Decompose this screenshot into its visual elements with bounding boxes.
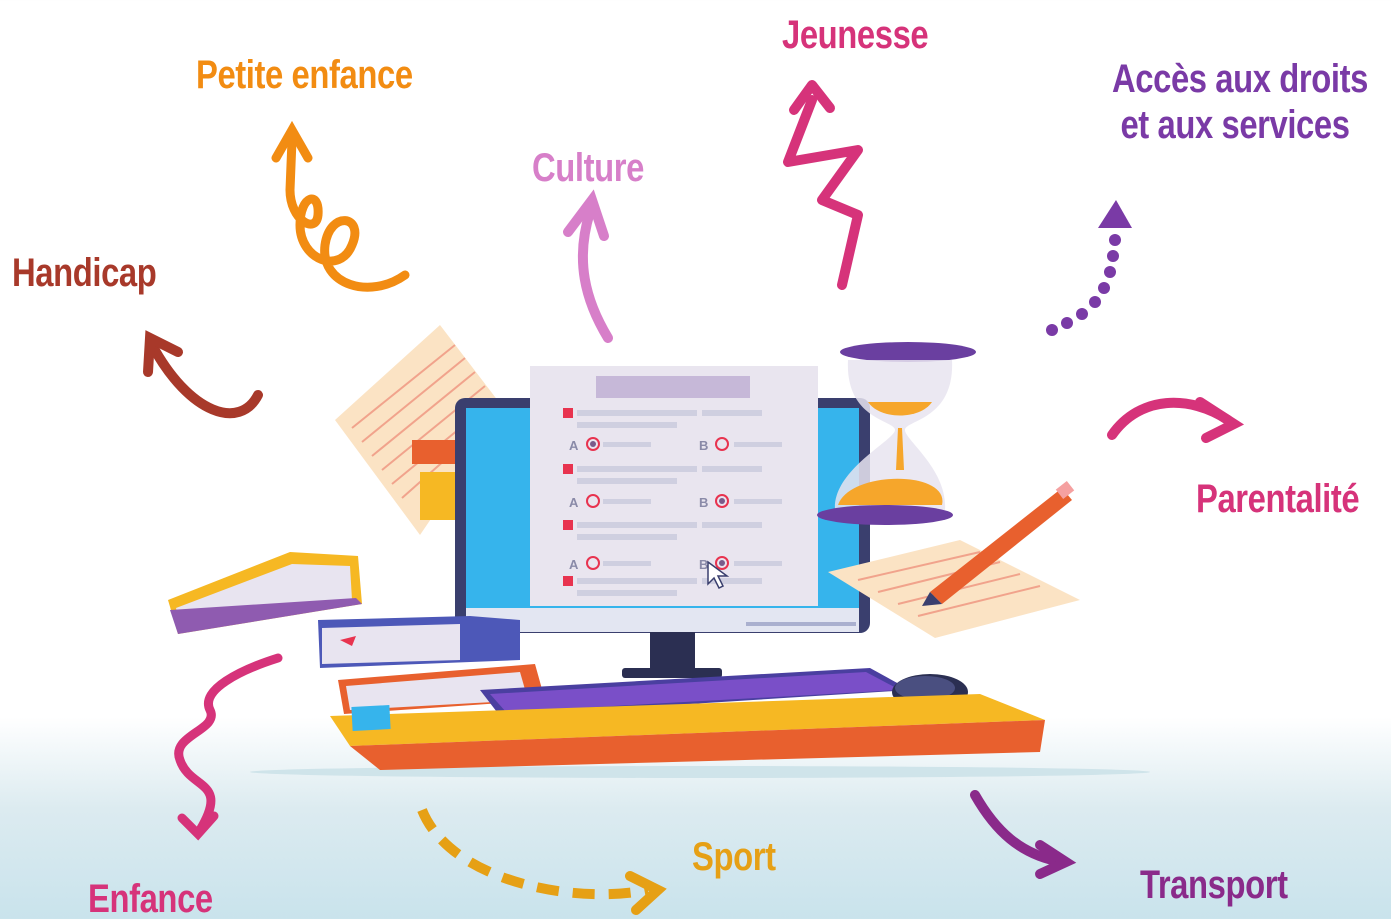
enfance-arrow-icon	[174, 653, 283, 841]
label-handicap: Handicap	[12, 251, 157, 295]
acces-arrow-icon	[1046, 200, 1132, 336]
desk	[330, 694, 1045, 770]
floor-shadow	[250, 766, 1150, 778]
label-acces-line1: Accès aux droits	[1112, 57, 1368, 101]
transport-arrow-icon	[970, 790, 1077, 879]
books	[168, 552, 545, 714]
quiz-option-1: A	[569, 438, 579, 453]
quiz-option-3: A	[569, 495, 579, 510]
quiz-sheet: A B A B A B	[530, 366, 818, 606]
keyboard-icon	[480, 668, 910, 716]
quiz-option-2: B	[699, 438, 708, 453]
label-acces-line2: et aux services	[1120, 103, 1350, 147]
culture-arrow-icon	[563, 189, 613, 343]
handicap-arrow-icon	[143, 330, 263, 419]
label-culture: Culture	[532, 146, 644, 190]
label-enfance: Enfance	[88, 877, 213, 921]
label-petite-enfance: Petite enfance	[196, 53, 413, 97]
quiz-option-5: A	[569, 557, 579, 572]
quiz-option-6: B	[699, 557, 708, 572]
label-jeunesse: Jeunesse	[782, 13, 929, 57]
label-acces: Accès aux droits et aux services	[1112, 56, 1368, 148]
label-parentalite: Parentalité	[1196, 477, 1360, 521]
petite-enfance-arrow-icon	[271, 120, 410, 292]
pencil-icon	[922, 480, 1075, 606]
label-sport: Sport	[692, 835, 776, 879]
jeunesse-arrow-icon	[783, 80, 863, 290]
quiz-option-4: B	[699, 495, 708, 510]
sport-arrow-icon	[417, 807, 649, 900]
parentalite-arrow-icon	[1107, 397, 1245, 443]
hourglass-icon	[817, 342, 976, 525]
cursor-icon	[707, 560, 730, 590]
label-transport: Transport	[1140, 863, 1288, 907]
sport-arrowhead-icon	[625, 871, 667, 915]
